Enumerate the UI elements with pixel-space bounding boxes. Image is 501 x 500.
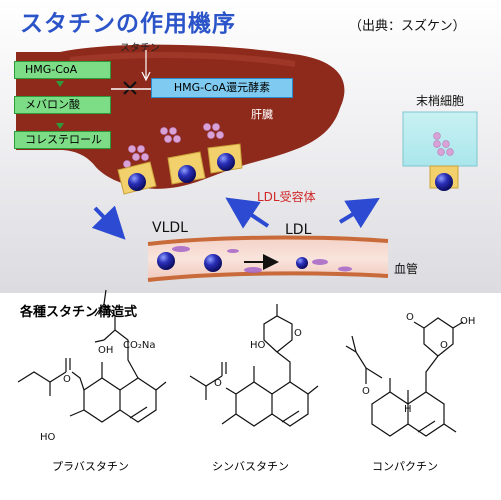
vldl-label: VLDL (152, 220, 188, 236)
vldl-particle-1 (157, 252, 175, 270)
compactin-ring-h: H (404, 404, 412, 415)
blood-vessel (147, 235, 389, 282)
liver-receptors (117, 143, 243, 195)
pathway-step-hmg-coa: HMG-CoA (14, 61, 111, 79)
simvastatin-ring-o: O (294, 328, 302, 339)
liver-granules (123, 123, 224, 168)
compound-name-simvastatin: シンバスタチン (212, 460, 289, 473)
page-title: スタチンの作用機序 (20, 11, 236, 37)
compound-name-compactin: コンパクチン (372, 460, 438, 473)
compactin-ester-o: O (362, 386, 370, 397)
compactin-carbonyl-o: O (406, 312, 414, 323)
pravastatin-co2na: CO₂Na (123, 340, 155, 351)
pravastatin-ho: HO (40, 432, 56, 443)
pravastatin-ester-o: O (63, 374, 71, 385)
simvastatin-structure (189, 304, 319, 427)
vldl-particle-2 (204, 254, 222, 272)
pravastatin-structure (17, 289, 167, 423)
ldl-label: LDL (285, 222, 312, 238)
liver-label: 肝臓 (251, 108, 273, 121)
compactin-ring-o: O (440, 340, 448, 351)
source-citation: （出典：スズケン） (349, 19, 466, 34)
peripheral-cell-label: 末梢細胞 (416, 94, 465, 108)
pathway-arrow-2-icon (56, 123, 64, 129)
peripheral-cell (402, 111, 478, 191)
simvastatin-ester-o: O (214, 378, 222, 389)
enzyme-box: HMG-CoA還元酵素 (151, 78, 293, 98)
inhibition-cross-icon (123, 81, 137, 95)
structures-section-title: 各種スタチン構造式 (20, 305, 138, 320)
simvastatin-ho: HO (250, 340, 266, 351)
ldl-receptor-label: LDL受容体 (257, 190, 316, 204)
compactin-oh: OH (460, 316, 475, 327)
pathway-step-cholesterol: コレステロール (14, 131, 111, 149)
blood-vessel-label: 血管 (394, 262, 419, 276)
compound-name-pravastatin: プラバスタチン (52, 460, 129, 473)
arrow-to-peripheral (338, 197, 380, 229)
arrow-to-liver (225, 197, 270, 229)
flow-arrows (91, 197, 380, 240)
pravastatin-oh: OH (98, 345, 113, 356)
pathway-arrow-1-icon (56, 81, 64, 87)
arrow-liver-to-vessel (91, 205, 126, 240)
pathway-step-mevalonate: メバロン酸 (14, 96, 111, 114)
ldl-particle (296, 257, 308, 269)
compactin-structure (345, 317, 464, 437)
statin-label: スタチン (120, 43, 160, 54)
